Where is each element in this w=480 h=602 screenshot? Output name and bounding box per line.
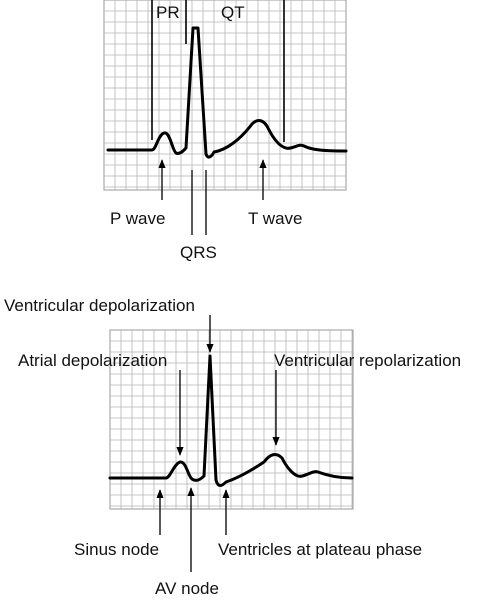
top-ecg-trace: [106, 26, 348, 159]
bottom-grid-lines: [110, 330, 353, 509]
ventricular-repolarization-label: Ventricular repolarization: [274, 351, 461, 370]
ventricular-depolarization-label: Ventricular depolarization: [4, 296, 195, 315]
top-grid-lines: [104, 0, 346, 190]
top-ecg-panel: PR QT P wave QRS T wave: [103, 0, 348, 262]
ventricles-plateau-label: Ventricles at plateau phase: [218, 540, 422, 559]
atrial-depolarization-label: Atrial depolarization: [18, 351, 167, 370]
bottom-ecg-panel: Ventricular depolarization Atrial depola…: [4, 296, 461, 598]
av-node-label: AV node: [155, 579, 219, 598]
p-wave-label: P wave: [110, 209, 165, 228]
t-wave-label: T wave: [248, 209, 303, 228]
pr-interval-label: PR: [156, 3, 180, 22]
bottom-ecg-trace: [108, 354, 354, 487]
qrs-label: QRS: [180, 243, 217, 262]
qt-interval-label: QT: [221, 3, 245, 22]
sinus-node-label: Sinus node: [74, 540, 159, 559]
bottom-grid-border: [109, 329, 354, 510]
